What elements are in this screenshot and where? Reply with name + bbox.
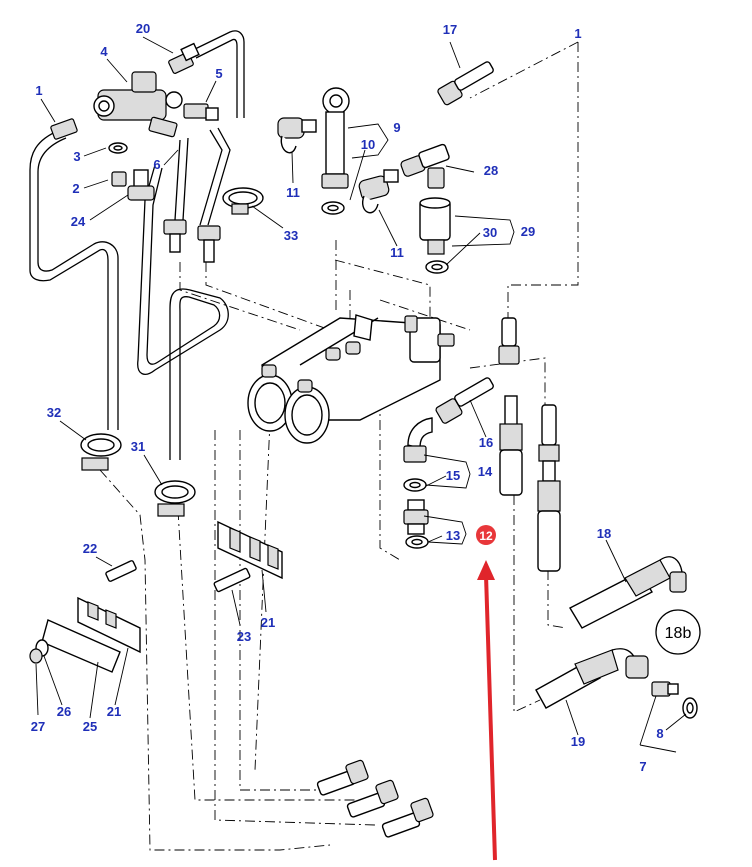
callout-3: 3 bbox=[73, 149, 80, 164]
callout-21-upper: 21 bbox=[261, 615, 275, 630]
part-27-nut bbox=[29, 648, 43, 664]
callout-2: 2 bbox=[72, 181, 79, 196]
callout-17: 17 bbox=[443, 22, 457, 37]
detail-ref-18b-label: 18b bbox=[665, 625, 692, 642]
part-32-clamp bbox=[80, 433, 122, 471]
callout-12-label: 12 bbox=[479, 529, 493, 543]
part-31-clamp bbox=[154, 480, 196, 517]
callout-33: 33 bbox=[284, 228, 298, 243]
part-9-banjo-fitting bbox=[321, 87, 350, 189]
callout-10: 10 bbox=[361, 137, 375, 152]
callout-6: 6 bbox=[153, 157, 160, 172]
part-12-adapter bbox=[403, 499, 429, 535]
part-22-stud bbox=[105, 560, 137, 582]
part-28-tee bbox=[400, 143, 450, 189]
callout-27: 27 bbox=[31, 719, 45, 734]
part-3-washer bbox=[108, 142, 128, 154]
part-18-hose bbox=[569, 556, 687, 629]
callout-19: 19 bbox=[571, 734, 585, 749]
part-20-union bbox=[168, 42, 200, 74]
callout-8: 8 bbox=[656, 726, 663, 741]
part-16-bolt bbox=[435, 377, 494, 424]
part-2-plug bbox=[111, 171, 127, 187]
pipe-loop-center bbox=[137, 164, 229, 460]
callout-26: 26 bbox=[57, 704, 71, 719]
callout-16: 16 bbox=[479, 435, 493, 450]
callout-13: 13 bbox=[446, 528, 460, 543]
part-4-tee-block bbox=[93, 71, 183, 121]
callout-32: 32 bbox=[47, 405, 61, 420]
callout-22: 22 bbox=[83, 541, 97, 556]
part-29-coupler bbox=[419, 197, 451, 255]
callout-14: 14 bbox=[478, 464, 493, 479]
hose-vertical-left bbox=[499, 395, 523, 496]
bolts-bottom bbox=[316, 759, 434, 838]
callout-5: 5 bbox=[215, 66, 222, 81]
assembly-guide-lines bbox=[99, 41, 579, 851]
callout-7: 7 bbox=[639, 759, 646, 774]
part-25-plate bbox=[41, 619, 121, 673]
detail-ref-18b: 18b bbox=[655, 609, 701, 655]
callout-20: 20 bbox=[136, 21, 150, 36]
part-14-elbow bbox=[403, 417, 433, 463]
callout-28: 28 bbox=[484, 163, 498, 178]
part-15-washer bbox=[403, 478, 427, 492]
pipe-end-fittings bbox=[163, 219, 221, 263]
callout-24: 24 bbox=[71, 214, 86, 229]
callout-30: 30 bbox=[483, 225, 497, 240]
callout-29: 29 bbox=[521, 224, 535, 239]
leader-lines bbox=[35, 36, 687, 753]
part-21-bracket-lower bbox=[77, 596, 141, 654]
hydraulic-valve-block bbox=[247, 314, 455, 444]
part-19-hose bbox=[535, 648, 649, 709]
callout-1-right: 1 bbox=[574, 26, 581, 41]
part-13-washer bbox=[405, 535, 429, 549]
part-10-washer bbox=[321, 201, 345, 215]
part-7-adapter bbox=[651, 681, 679, 697]
callout-labels: 20 4 1 5 3 6 2 24 33 17 1 9 10 11 11 28 … bbox=[31, 21, 664, 774]
callout-9: 9 bbox=[393, 120, 400, 135]
callout-25: 25 bbox=[83, 719, 97, 734]
callout-31: 31 bbox=[131, 439, 145, 454]
hose-vertical-right bbox=[537, 404, 561, 572]
callout-11-left: 11 bbox=[286, 185, 300, 200]
part-11a-valve bbox=[277, 117, 317, 154]
part-6-fitting bbox=[148, 116, 178, 138]
part-8-washer bbox=[682, 697, 698, 719]
callout-18: 18 bbox=[597, 526, 611, 541]
callout-12-badge[interactable]: 12 bbox=[476, 525, 496, 545]
part-5-fitting bbox=[183, 103, 219, 121]
part-21-bracket-upper bbox=[217, 520, 283, 580]
part-24-nut bbox=[127, 169, 155, 201]
pipe-upper bbox=[174, 30, 245, 226]
callout-21-lower: 21 bbox=[107, 704, 121, 719]
pipe-loop-left bbox=[29, 129, 119, 430]
part-11b-valve bbox=[358, 169, 399, 214]
callout-23: 23 bbox=[237, 629, 251, 644]
callout-1-left: 1 bbox=[35, 83, 42, 98]
hose-fitting-upper bbox=[498, 317, 520, 365]
part-17-bolt bbox=[437, 61, 494, 106]
callout-15: 15 bbox=[446, 468, 460, 483]
callout-11-right: 11 bbox=[390, 245, 404, 260]
part-1-fitting-left bbox=[50, 118, 78, 140]
part-33-clamp bbox=[222, 187, 264, 215]
highlight-arrow bbox=[477, 560, 497, 861]
part-23-stud bbox=[213, 567, 251, 593]
part-30-washer bbox=[425, 260, 449, 274]
callout-4: 4 bbox=[100, 44, 108, 59]
